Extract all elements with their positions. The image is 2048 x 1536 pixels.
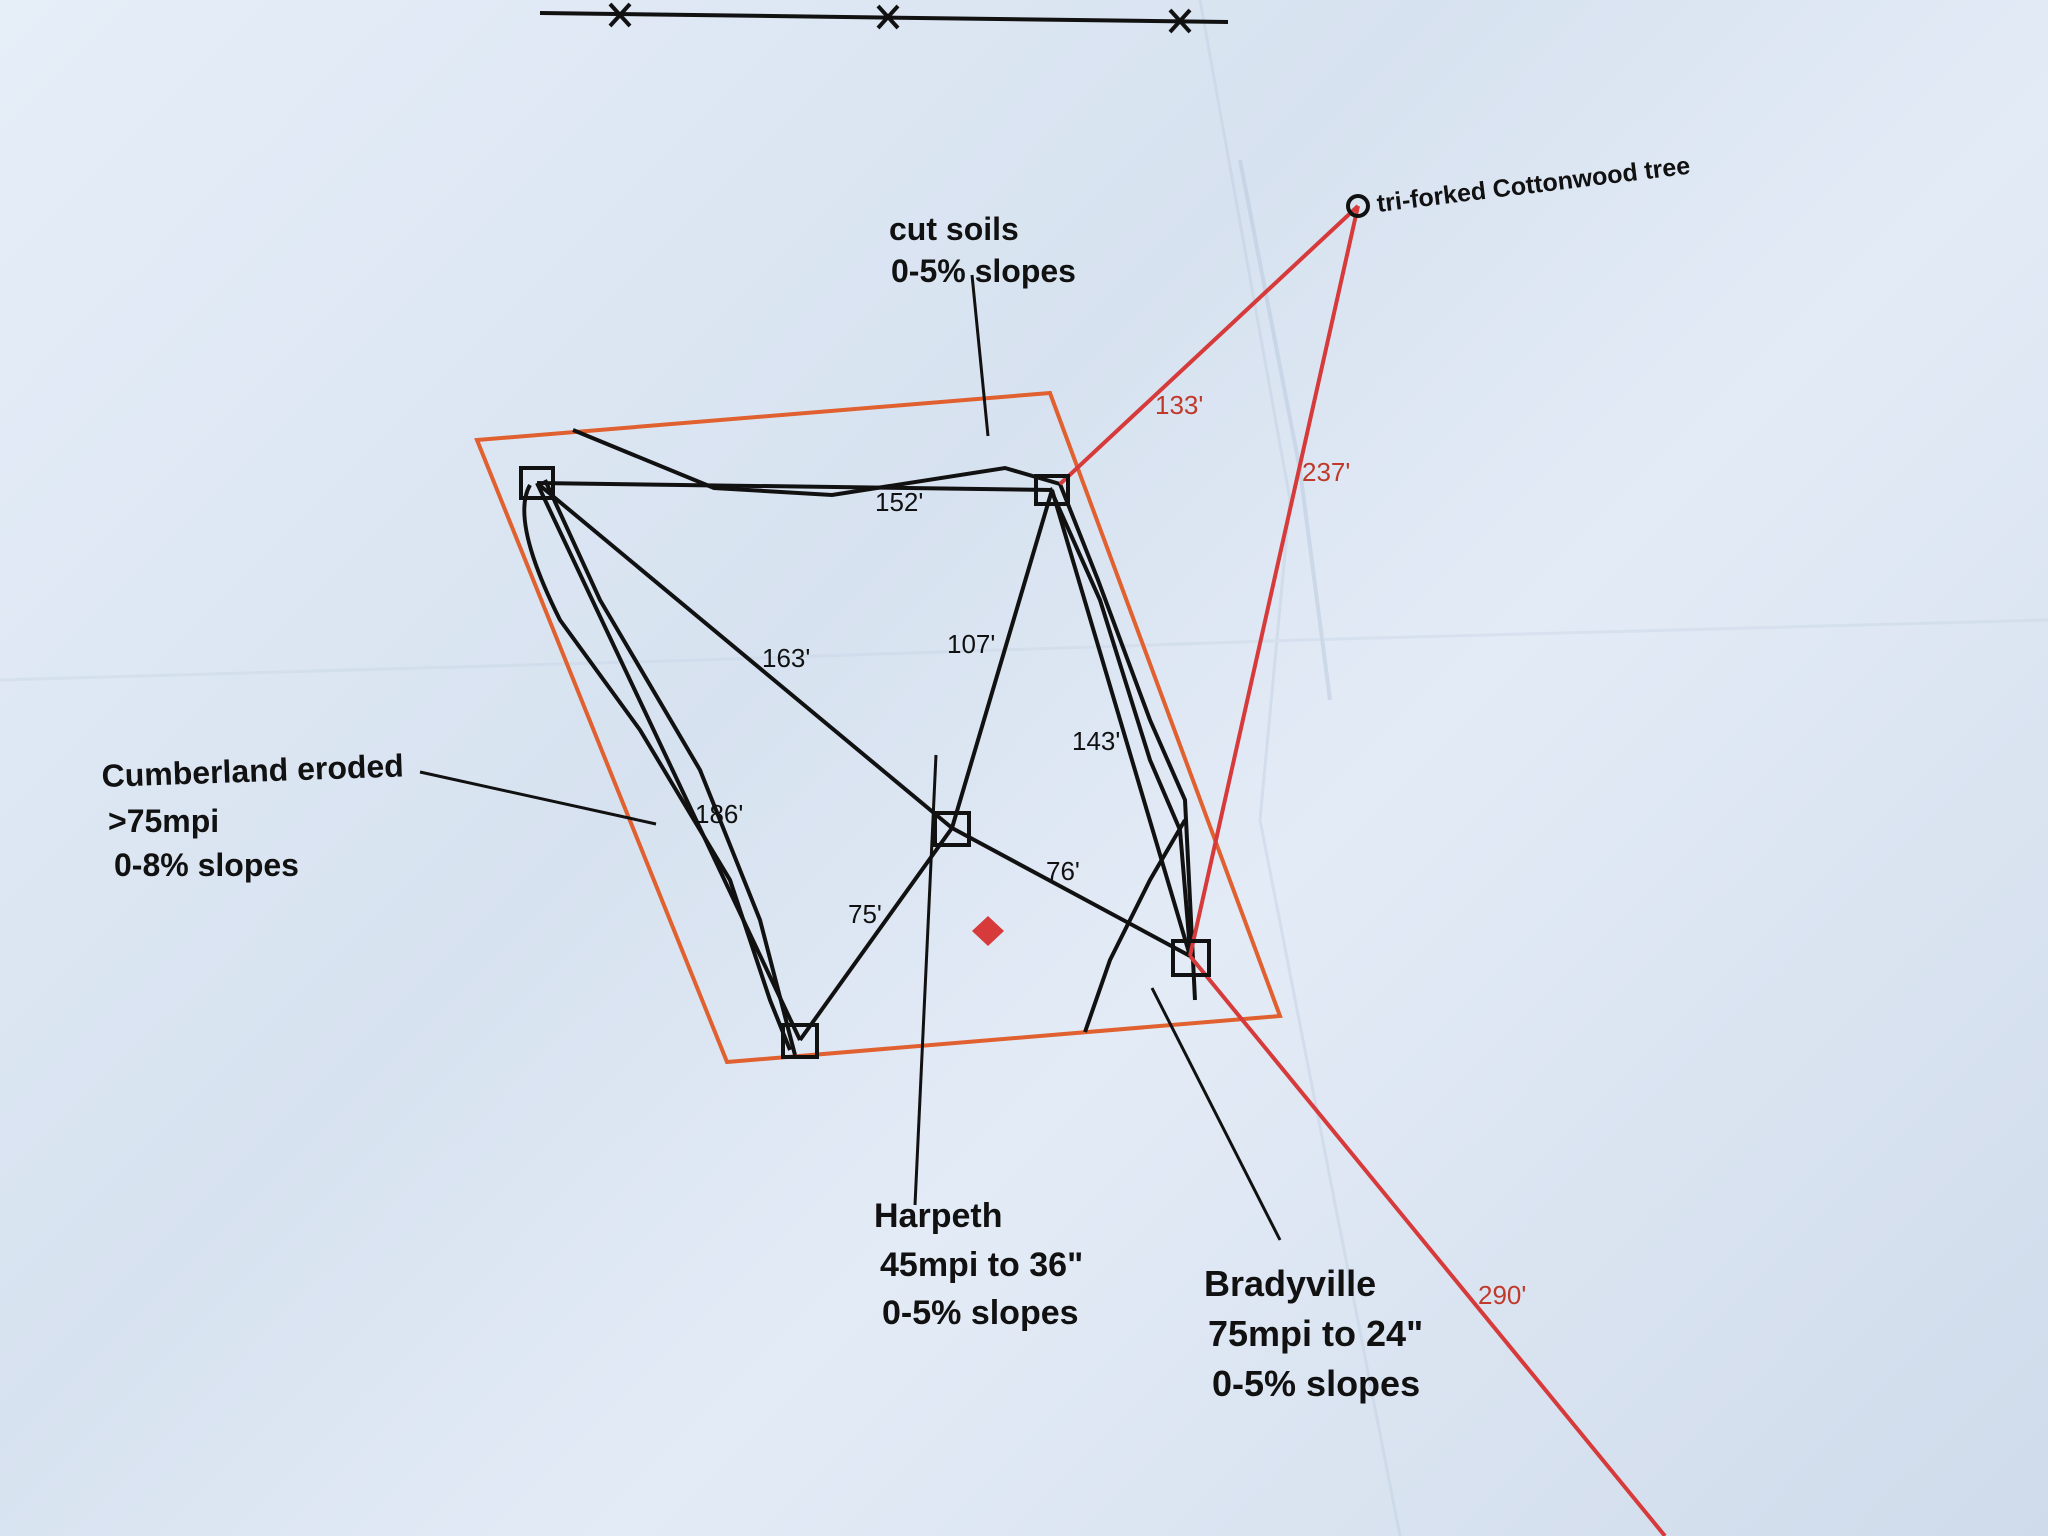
label-cut-soils: cut soils 0-5% slopes (889, 211, 1076, 289)
leader-lines (419, 274, 1282, 1241)
harpeth-line3: 0-5% slopes (882, 1294, 1079, 1332)
fence-line (539, 2, 1229, 34)
square-marker-icon (933, 811, 971, 847)
label-cumberland: Cumberland eroded >75mpi 0-8% slopes (101, 747, 404, 883)
measure-right-side: 143' (1072, 726, 1120, 756)
cumberland-line2: >75mpi (108, 803, 219, 839)
ref-measure-southeast: 290' (1478, 1280, 1526, 1310)
bradyville-line3: 0-5% slopes (1212, 1363, 1420, 1404)
harpeth-line2: 45mpi to 36" (880, 1246, 1083, 1284)
ref-measure-bottom-right: 237' (1302, 457, 1350, 487)
tree-label: tri-forked Cottonwood tree (1375, 152, 1691, 218)
test-pits (519, 466, 1211, 1059)
red-diamond-icon (972, 916, 1004, 946)
label-bradyville: Bradyville 75mpi to 24" 0-5% slopes (1204, 1263, 1423, 1404)
bradyville-line1: Bradyville (1204, 1263, 1376, 1304)
label-harpeth: Harpeth 45mpi to 36" 0-5% slopes (874, 1197, 1083, 1332)
bradyville-line2: 75mpi to 24" (1208, 1313, 1423, 1354)
x-mark-icon (1168, 8, 1192, 34)
measure-center-down: 75' (848, 899, 882, 929)
cut-soils-line1: cut soils (889, 211, 1019, 247)
site-boundary (474, 390, 1283, 1065)
square-marker-icon (1034, 474, 1070, 506)
harpeth-line1: Harpeth (874, 1197, 1002, 1235)
measure-center-right: 76' (1046, 856, 1080, 886)
reference-lines (1058, 204, 1667, 1536)
x-mark-icon (608, 2, 632, 28)
measure-top: 152' (875, 487, 923, 517)
measure-center-up: 107' (947, 629, 995, 659)
measure-left-side: 186' (695, 799, 743, 829)
measure-diag-long: 163' (762, 643, 810, 673)
x-mark-icon (876, 4, 900, 30)
square-marker-icon (519, 466, 555, 500)
measurement-lines (535, 481, 1192, 1042)
cut-soils-line2: 0-5% slopes (891, 253, 1076, 289)
square-marker-icon (1171, 939, 1211, 977)
cumberland-line1: Cumberland eroded (101, 747, 404, 794)
square-marker-icon (781, 1023, 819, 1059)
circle-tree-icon (1346, 194, 1370, 218)
cumberland-line3: 0-8% slopes (114, 847, 299, 883)
ref-measure-top-right: 133' (1155, 390, 1203, 420)
